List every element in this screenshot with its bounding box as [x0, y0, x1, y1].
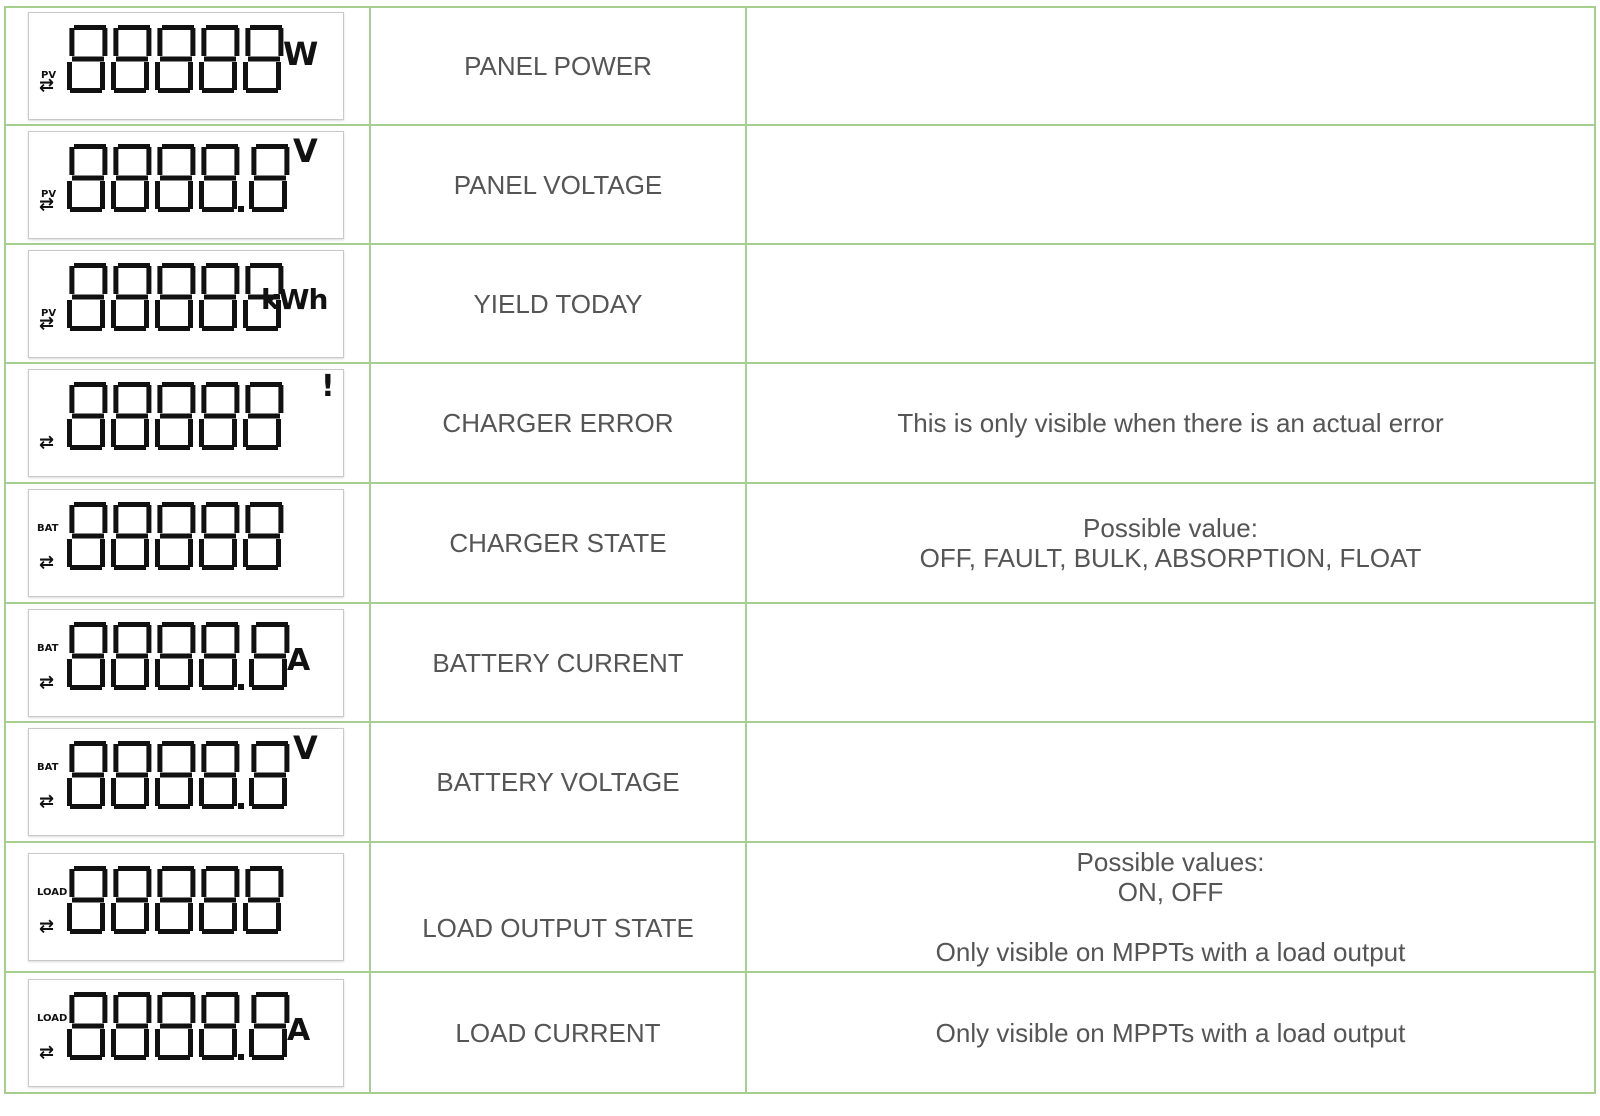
parameter-description: Possible value: OFF, FAULT, BULK, ABSORP… [745, 482, 1596, 604]
description-line: Only visible on MPPTs with a load output [935, 937, 1406, 967]
lcd-display: ⇄ ! [28, 369, 344, 477]
lcd-unit-label: V [293, 131, 318, 170]
table-row: PV ⇄ W PANEL POWER [4, 6, 1596, 126]
parameter-name: CHARGER ERROR [369, 362, 747, 484]
parameter-description: This is only visible when there is an ac… [745, 362, 1596, 484]
parameter-description [745, 721, 1596, 843]
table-row: BAT ⇄ A BATTERY CURRENT [4, 602, 1596, 723]
table-row: BAT ⇄ V BATTERY VOLTAGE [4, 721, 1596, 843]
parameter-name: BATTERY VOLTAGE [369, 721, 747, 843]
lcd-display: PV ⇄ W [28, 12, 344, 120]
seven-segment-digits [67, 25, 284, 93]
lcd-display-cell: BAT ⇄ [4, 482, 371, 604]
lcd-display-cell: BAT ⇄ V [4, 721, 371, 843]
lcd-prefix-label: PV [41, 307, 57, 319]
description-line: Only visible on MPPTs with a load output [935, 1017, 1406, 1048]
table-row: LOAD ⇄ LOAD OUTPUT STATE Possible values… [4, 841, 1596, 973]
parameter-description: Possible values: ON, OFF Only visible on… [745, 841, 1596, 973]
lcd-display: LOAD ⇄ [28, 853, 344, 961]
lcd-prefix-label: PV [41, 70, 57, 81]
seven-segment-digits [67, 143, 290, 212]
table-row: LOAD ⇄ A LOAD CURRENT Only visible on MP… [4, 971, 1596, 1094]
lcd-prefix-label: LOAD [37, 887, 68, 898]
description-line: OFF, FAULT, BULK, ABSORPTION, FLOAT [919, 543, 1422, 573]
lcd-unit-label: V [293, 729, 318, 767]
parameter-description [745, 602, 1596, 723]
lcd-display: PV ⇄ kWh [28, 249, 344, 358]
description-line: This is only visible when there is an ac… [897, 408, 1444, 438]
bidirectional-arrows-icon: ⇄ [39, 432, 55, 453]
lcd-unit-label: W [283, 35, 319, 73]
lcd-display-cell: PV ⇄ kWh [4, 243, 371, 364]
parameter-name: YIELD TODAY [369, 243, 747, 364]
parameter-description [745, 124, 1596, 245]
bidirectional-arrows-icon: ⇄ [39, 671, 55, 693]
description-line: Possible value: [1083, 513, 1258, 543]
bidirectional-arrows-icon: ⇄ [39, 312, 55, 334]
lcd-display: BAT ⇄ A [28, 608, 344, 717]
lcd-unit-label: ! [321, 369, 335, 404]
lcd-unit-label: A [287, 642, 311, 678]
lcd-display: BAT ⇄ V [28, 728, 344, 836]
lcd-display-reference-table: PV ⇄ W PANEL POWER PV ⇄ V PANEL VOLTAGE [4, 6, 1596, 1094]
bidirectional-arrows-icon: ⇄ [39, 193, 55, 215]
lcd-prefix-label: BAT [37, 642, 59, 654]
bidirectional-arrows-icon: ⇄ [39, 552, 55, 573]
seven-segment-digits [67, 382, 284, 450]
lcd-display-cell: LOAD ⇄ [4, 841, 371, 973]
lcd-prefix-label: BAT [37, 762, 59, 773]
lcd-prefix-label: PV [41, 188, 57, 200]
parameter-name: LOAD OUTPUT STATE [369, 841, 747, 973]
lcd-display: BAT ⇄ [28, 489, 344, 597]
parameter-name: LOAD CURRENT [369, 971, 747, 1094]
parameter-description: Only visible on MPPTs with a load output [745, 971, 1596, 1094]
lcd-display-cell: BAT ⇄ A [4, 602, 371, 723]
table-row: PV ⇄ V PANEL VOLTAGE [4, 124, 1596, 245]
description-spacer [747, 907, 1594, 937]
table-row: ⇄ ! CHARGER ERROR This is only visible w… [4, 362, 1596, 484]
parameter-name: PANEL VOLTAGE [369, 124, 747, 245]
bidirectional-arrows-icon: ⇄ [39, 916, 55, 937]
seven-segment-digits [67, 262, 284, 331]
seven-segment-digits [67, 866, 284, 934]
parameter-name: CHARGER STATE [369, 482, 747, 604]
parameter-name: PANEL POWER [369, 6, 747, 126]
table-row: PV ⇄ kWh YIELD TODAY [4, 243, 1596, 364]
lcd-display: PV ⇄ V [28, 130, 344, 239]
lcd-display-cell: LOAD ⇄ A [4, 971, 371, 1094]
seven-segment-digits [67, 621, 290, 690]
description-line: ON, OFF [1117, 877, 1224, 907]
seven-segment-digits [67, 502, 284, 570]
bidirectional-arrows-icon: ⇄ [39, 75, 55, 96]
lcd-unit-label: A [287, 1012, 311, 1048]
description-line: Possible values: [1076, 847, 1265, 877]
parameter-description [745, 243, 1596, 364]
lcd-display-cell: PV ⇄ W [4, 6, 371, 126]
parameter-description [745, 6, 1596, 126]
lcd-prefix-label: LOAD [37, 1012, 68, 1024]
parameter-name: BATTERY CURRENT [369, 602, 747, 723]
table-row: BAT ⇄ CHARGER STATE Possible value: OFF,… [4, 482, 1596, 604]
lcd-prefix-label: BAT [37, 523, 59, 534]
lcd-display-cell: PV ⇄ V [4, 124, 371, 245]
seven-segment-digits [67, 991, 290, 1060]
bidirectional-arrows-icon: ⇄ [39, 791, 55, 812]
seven-segment-digits [67, 741, 290, 809]
bidirectional-arrows-icon: ⇄ [39, 1041, 55, 1063]
lcd-display-cell: ⇄ ! [4, 362, 371, 484]
lcd-unit-label: kWh [261, 282, 328, 316]
lcd-display: LOAD ⇄ A [28, 978, 344, 1087]
